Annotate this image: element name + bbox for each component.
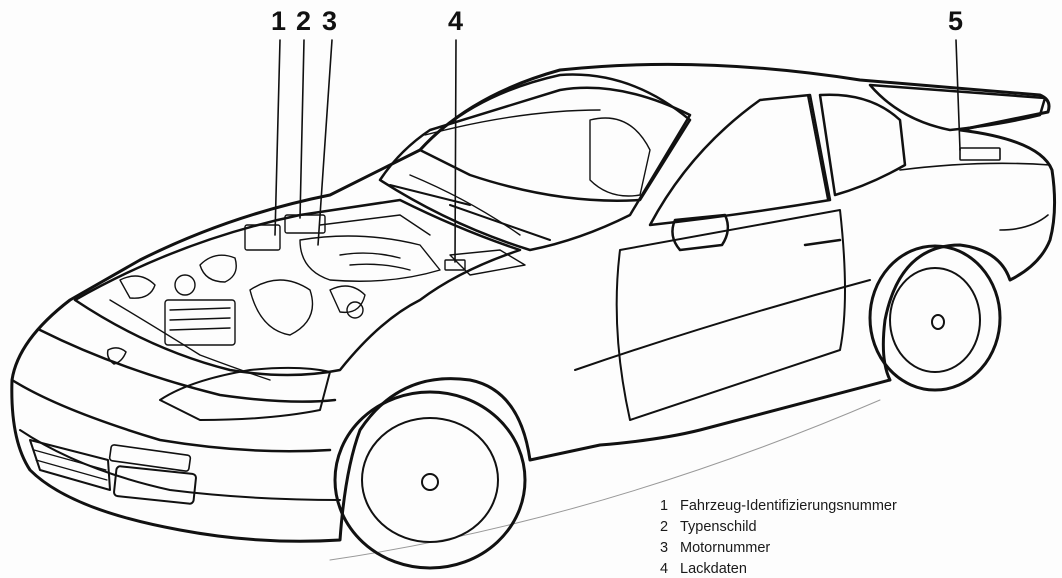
legend-item: 4 Lackdaten — [660, 559, 1055, 578]
legend-text: Typenschild — [680, 519, 757, 535]
windshield — [418, 73, 692, 202]
callout-leader-lines — [274, 39, 961, 263]
wiper-right — [449, 204, 551, 241]
legend-number: 4 — [660, 561, 669, 577]
porsche-crest — [106, 347, 127, 365]
fog-light — [113, 465, 197, 505]
hood-inner-line — [409, 109, 601, 236]
callout-1: 1 — [271, 6, 287, 36]
front-wheel — [333, 390, 527, 570]
callout-5: 5 — [948, 6, 964, 36]
legend-text: Fahrzeug-Identifizierungsnummer — [680, 498, 897, 514]
callout-2: 2 — [296, 6, 312, 36]
rear-quarter-window — [818, 93, 907, 197]
engine-components — [109, 214, 526, 381]
legend-number: 3 — [660, 540, 669, 556]
callout-4: 4 — [448, 6, 464, 36]
rear-body-lines — [899, 162, 1051, 231]
legend-item: 1 Fahrzeug-Identifizierungsnummer — [660, 496, 1055, 517]
front-grille — [29, 439, 111, 491]
wiper-left — [389, 184, 471, 206]
side-window — [648, 93, 832, 227]
callout-3: 3 — [322, 6, 338, 36]
legend-text: Lackdaten — [680, 561, 747, 577]
door — [615, 209, 846, 421]
rear-wheel — [868, 244, 1002, 392]
interior-seat — [589, 117, 651, 197]
body-outline — [10, 62, 1057, 543]
ground-shadow — [329, 399, 881, 561]
raised-hood — [378, 86, 692, 252]
rear-spoiler — [868, 83, 1047, 132]
legend-number: 2 — [660, 519, 669, 535]
front-grille-lines — [33, 449, 108, 481]
legend-item: 2 Typenschild — [660, 517, 1055, 538]
legend-item: 3 Motornummer — [660, 538, 1055, 559]
door-handle — [803, 238, 842, 247]
front-bumper-lower — [19, 429, 341, 501]
label-plate-5 — [959, 147, 1001, 161]
legend: 1 Fahrzeug-Identifizierungsnummer 2 Type… — [660, 496, 1055, 578]
side-stripe — [574, 279, 871, 371]
b-pillar — [807, 95, 829, 201]
legend-text: Motornummer — [680, 540, 771, 556]
legend-number: 1 — [660, 498, 669, 514]
engine-bay-opening — [73, 198, 522, 377]
headlight — [159, 366, 331, 421]
front-bumper — [10, 378, 332, 453]
side-mirror — [671, 213, 730, 252]
hood-front-edge — [38, 328, 337, 403]
bumper-light — [108, 444, 192, 472]
